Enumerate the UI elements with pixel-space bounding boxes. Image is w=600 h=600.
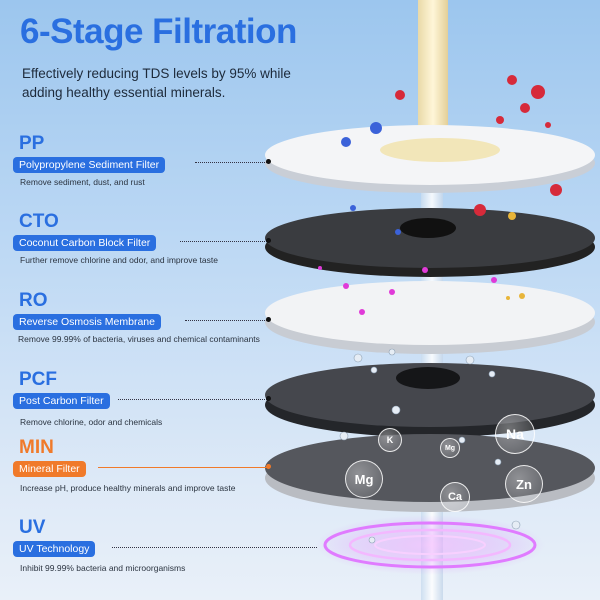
leader-line-cto: [180, 241, 267, 242]
leader-dot: [266, 464, 271, 469]
yellow-particles: [506, 212, 525, 300]
stage-name-badge: UV Technology: [13, 541, 96, 557]
pcf-disk: [265, 363, 595, 437]
stage-code: UV: [19, 517, 46, 538]
mineral-label: Na: [506, 426, 524, 442]
page-title: 6-Stage Filtration: [20, 12, 297, 51]
stage-description: Remove 99.99% of bacteria, viruses and c…: [18, 334, 260, 344]
stage-code: PP: [19, 133, 45, 154]
uv-rings: [315, 515, 545, 575]
mineral-ion-ca: Ca: [440, 482, 470, 512]
stage-cto: CTO Coconut Carbon Block Filter Further …: [13, 211, 218, 265]
leader-dot: [266, 159, 271, 164]
stage-code: PCF: [19, 369, 57, 390]
mineral-ion-na: Na: [495, 414, 535, 454]
bacteria-particles: [395, 75, 562, 216]
stage-ro: RO Reverse Osmosis Membrane Remove 99.99…: [13, 290, 260, 344]
leader-line-uv: [112, 547, 317, 548]
mineral-label: Mg: [354, 471, 374, 487]
ro-disk: [265, 281, 595, 354]
pp-disk: [265, 125, 595, 193]
dirty-water-stream: [418, 0, 448, 150]
stage-description: Remove chlorine, odor and chemicals: [20, 417, 163, 427]
stage-code: RO: [19, 290, 48, 311]
mineral-ion-zn: Zn: [505, 465, 543, 503]
mineral-ion-mg: Mg: [345, 460, 383, 498]
mineral-ion-k: K: [378, 428, 402, 452]
leader-dot: [266, 317, 271, 322]
mineral-label: K: [386, 435, 394, 445]
stage-pcf: PCF Post Carbon Filter Remove chlorine, …: [13, 369, 162, 427]
subtitle: Effectively reducing TDS levels by 95% w…: [22, 66, 291, 100]
stage-name-badge: Coconut Carbon Block Filter: [13, 235, 157, 251]
chemical-particles: [318, 266, 497, 315]
mineral-ion-mg-small: Mg: [440, 438, 460, 458]
stage-name-badge: Post Carbon Filter: [13, 393, 110, 409]
min-disk: [265, 434, 595, 512]
virus-particles: [341, 122, 401, 235]
stage-description: Remove sediment, dust, and rust: [20, 177, 145, 187]
cto-disk: [265, 208, 595, 277]
stage-description: Increase pH, produce healthy minerals an…: [20, 483, 236, 493]
stage-description: Inhibit 99.99% bacteria and microorganis…: [20, 563, 186, 573]
stage-name-badge: Reverse Osmosis Membrane: [13, 314, 161, 330]
mineral-label: Zn: [516, 476, 532, 492]
stage-uv: UV UV Technology Inhibit 99.99% bacteria…: [13, 517, 185, 573]
leader-line-pcf: [118, 399, 267, 400]
stage-min: MIN Mineral Filter Increase pH, produce …: [13, 437, 235, 493]
leader-dot: [266, 396, 271, 401]
stage-pp: PP Polypropylene Sediment Filter Remove …: [13, 133, 166, 187]
mineral-label: Ca: [447, 491, 463, 503]
stage-code: CTO: [19, 211, 59, 232]
stage-description: Further remove chlorine and odor, and im…: [20, 255, 218, 265]
leader-line-ro: [185, 320, 267, 321]
leader-dot: [266, 238, 271, 243]
water-droplets: [339, 348, 521, 544]
stage-name-badge: Polypropylene Sediment Filter: [13, 157, 166, 173]
stage-code: MIN: [19, 437, 54, 458]
stage-name-badge: Mineral Filter: [13, 461, 86, 477]
leader-line-pp: [195, 162, 267, 163]
mineral-label: Mg: [444, 444, 456, 452]
leader-line-min: [98, 467, 267, 468]
